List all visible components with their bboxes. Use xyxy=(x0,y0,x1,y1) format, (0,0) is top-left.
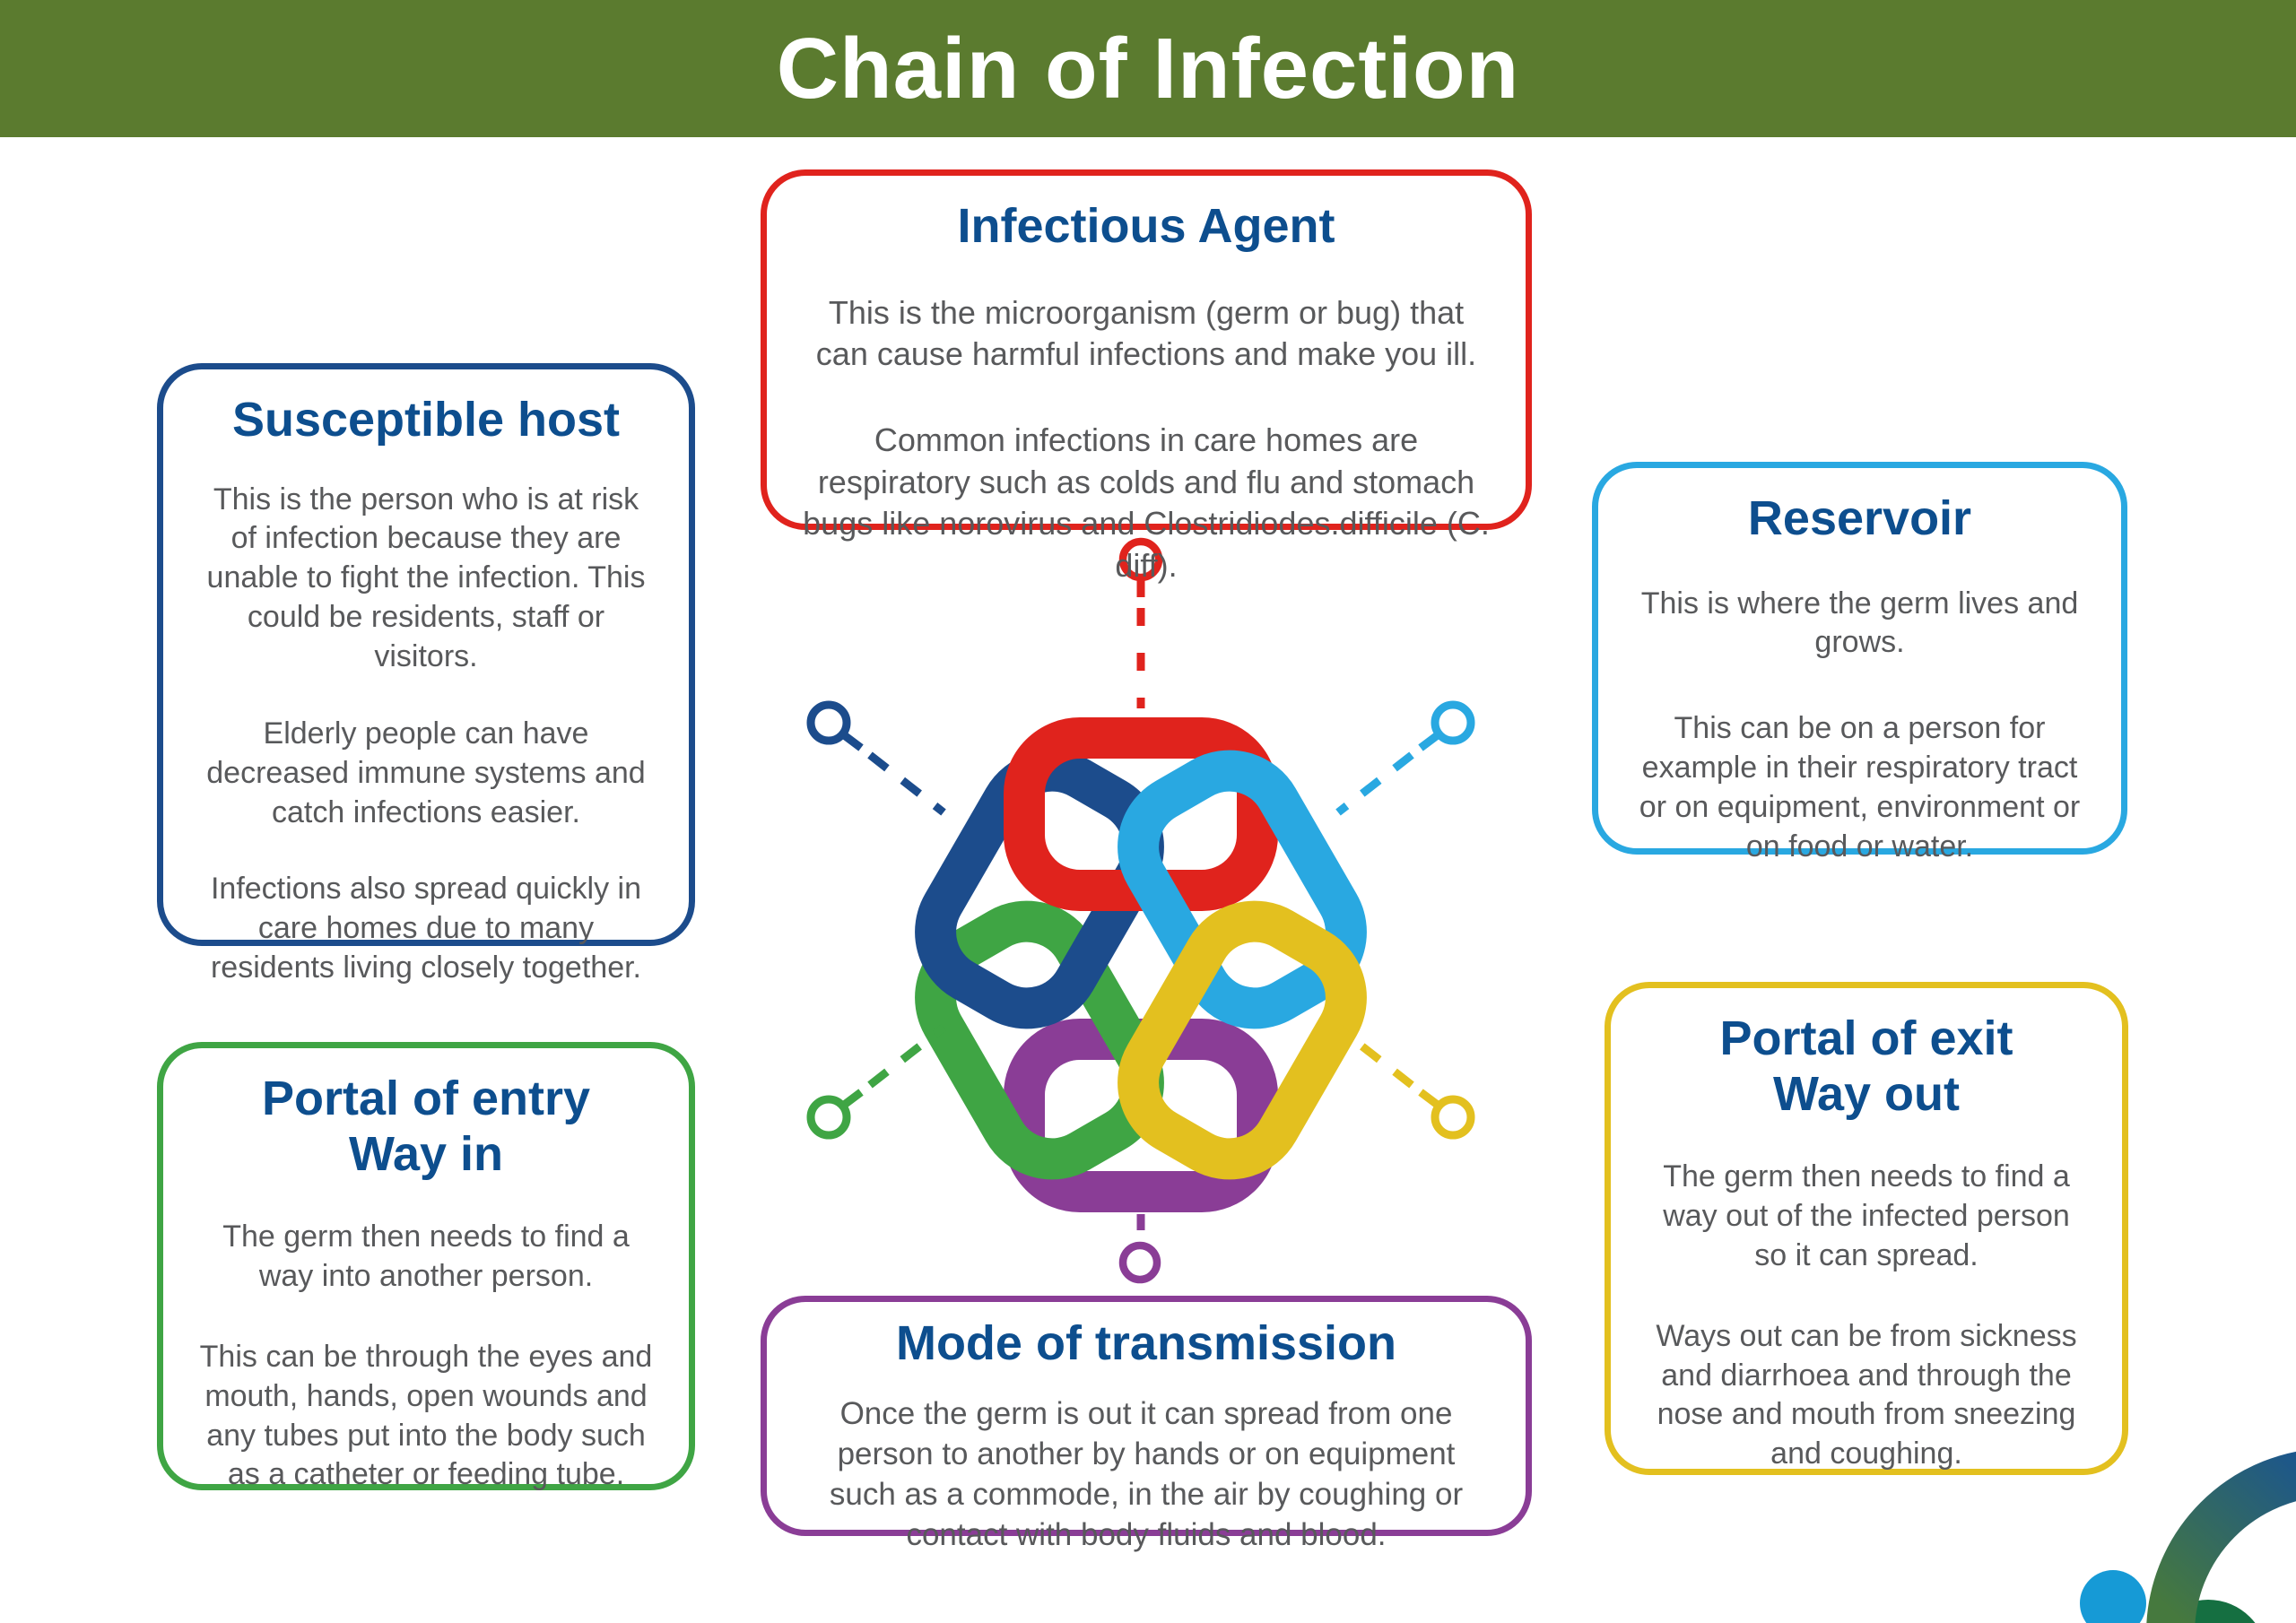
box-title: Infectious Agent xyxy=(957,199,1335,253)
chain-link-reservoir xyxy=(1118,750,1367,1029)
box-paragraph: Once the germ is out it can spread from … xyxy=(829,1395,1464,1552)
connector-reservoir xyxy=(1335,700,1475,816)
box-paragraph: This is where the germ lives and grows. xyxy=(1640,586,2079,660)
box-paragraph: Common infections in care homes are resp… xyxy=(803,421,1490,584)
connector-circle-mode-of-transmission xyxy=(1118,1241,1161,1284)
box-paragraph: This is the microorganism (germ or bug) … xyxy=(815,293,1477,372)
box-paragraph: This is the person who is at risk of inf… xyxy=(206,482,646,673)
connector-portal-of-exit xyxy=(1335,1024,1475,1140)
logo-arc xyxy=(2146,1451,2296,1623)
box-paragraph: Infections also spread quickly in care h… xyxy=(210,872,642,985)
box-mode-of-transmission: Mode of transmission Once the germ is ou… xyxy=(761,1296,1532,1552)
connector-infectious-agent xyxy=(1118,537,1163,708)
header-banner: Chain of Infection xyxy=(0,0,2296,137)
connector-circle-portal-of-exit xyxy=(1431,1095,1475,1140)
box-paragraph: The germ then needs to find a way into a… xyxy=(222,1219,630,1293)
connector-circle-susceptible-host xyxy=(806,700,851,745)
box-paragraph: Ways out can be from sickness and diarrh… xyxy=(1656,1318,2077,1471)
box-title: Susceptible host xyxy=(231,393,621,447)
connector-circle-reservoir xyxy=(1431,700,1475,745)
box-paragraph: This can be on a person for example in t… xyxy=(1639,711,2081,864)
page-title: Chain of Infection xyxy=(776,20,1520,117)
box-title: Reservoir xyxy=(1747,491,1972,545)
box-reservoir: Reservoir This is where the germ lives a… xyxy=(1592,462,2127,864)
connector-susceptible-host xyxy=(806,700,946,816)
chain-link-portal-of-exit xyxy=(1118,900,1367,1180)
connector-circle-portal-of-entry xyxy=(806,1095,851,1140)
logo-mark xyxy=(2080,1451,2296,1623)
connectors xyxy=(806,537,1475,1284)
chain-link-susceptible-host xyxy=(915,750,1164,1029)
chain-links xyxy=(915,717,1367,1212)
box-paragraph: Elderly people can have decreased immune… xyxy=(206,716,646,829)
connector-portal-of-entry xyxy=(806,1024,946,1140)
chain-link-portal-of-entry xyxy=(915,900,1164,1180)
box-paragraph: This can be through the eyes and mouth, … xyxy=(199,1339,653,1492)
logo-blue-circle xyxy=(2080,1570,2146,1623)
connector-circle-infectious-agent xyxy=(1118,537,1163,582)
connector-mode-of-transmission xyxy=(1118,1214,1161,1284)
box-title: Mode of transmission xyxy=(895,1316,1397,1370)
box-infectious-agent: Infectious Agent This is the microorgani… xyxy=(761,169,1532,584)
box-susceptible-host: Susceptible host This is the person who … xyxy=(157,363,695,985)
box-paragraph: The germ then needs to find a way out of… xyxy=(1663,1159,2070,1272)
